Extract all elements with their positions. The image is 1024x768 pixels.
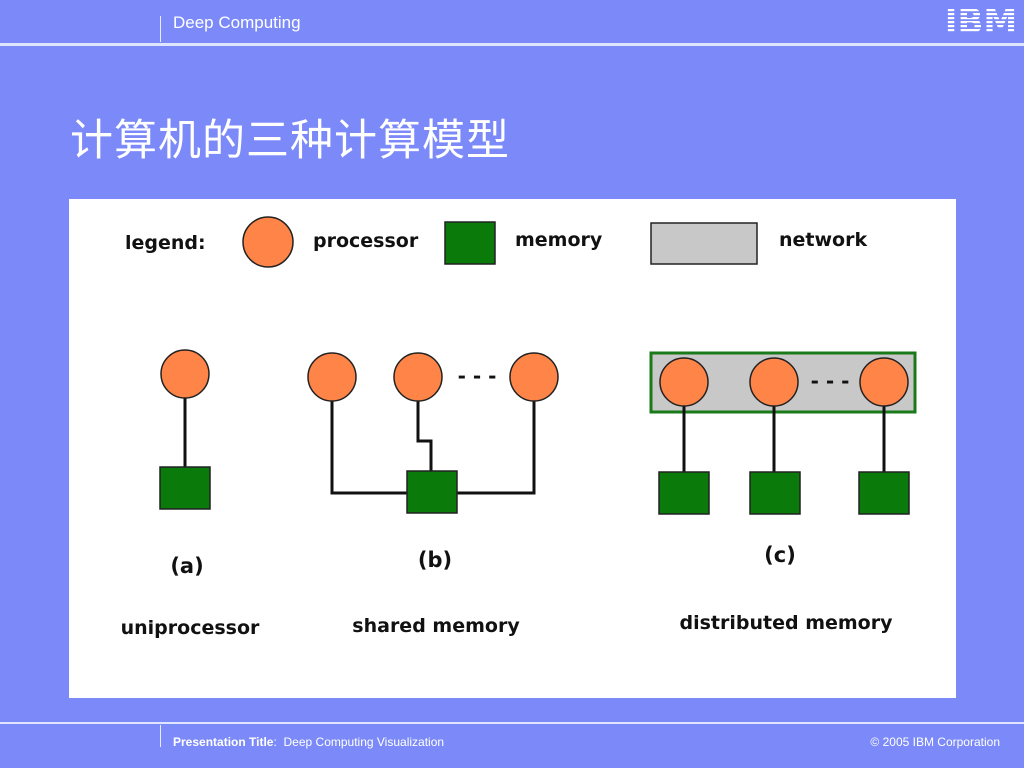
processor-node <box>160 349 210 399</box>
memory-node <box>858 471 910 515</box>
processor-node <box>749 357 799 407</box>
ellipsis-b: - - - <box>458 364 497 388</box>
caption-b: (b) <box>418 548 452 572</box>
model-c-label: distributed memory <box>680 612 894 634</box>
footer-presentation-title: Presentation Title: Deep Computing Visua… <box>173 735 445 749</box>
computing-models-diagram: legend: processor memory network (a) uni… <box>121 216 917 639</box>
caption-c: (c) <box>764 543 796 567</box>
caption-a: (a) <box>170 554 203 578</box>
legend-network-swatch <box>650 222 758 265</box>
processor-node <box>307 352 357 402</box>
legend-memory-swatch <box>444 221 496 265</box>
ibm-logo-text: IBM <box>945 5 1017 37</box>
footer-separator <box>160 725 161 747</box>
legend-label: legend: <box>125 232 206 254</box>
memory-node <box>159 466 211 510</box>
footer-presentation-label: Presentation Title <box>173 735 274 749</box>
footer-divider <box>0 722 1024 724</box>
ibm-logo: IBM <box>945 5 1017 37</box>
model-c-distributed-memory: - - - (c) distributed memory <box>649 351 917 634</box>
diagram-panel: legend: processor memory network (a) uni… <box>69 199 956 698</box>
memory-node <box>749 471 801 515</box>
footer-copyright: © 2005 IBM Corporation <box>870 735 1000 749</box>
ellipsis-c: - - - <box>811 369 850 393</box>
model-b-shared-memory: - - - (b) shared memory <box>307 352 559 637</box>
header-separator <box>160 16 161 42</box>
processor-node <box>509 352 559 402</box>
legend-memory-label: memory <box>515 229 603 251</box>
footer-presentation-value: Deep Computing Visualization <box>283 735 445 749</box>
slide-title: 计算机的三种计算模型 <box>70 116 510 166</box>
model-b-label: shared memory <box>352 615 520 637</box>
model-a-uniprocessor: (a) uniprocessor <box>121 349 260 639</box>
processor-node <box>393 352 443 402</box>
processor-node <box>659 357 709 407</box>
legend-processor-swatch <box>242 216 294 268</box>
processor-node <box>859 357 909 407</box>
header-divider <box>0 43 1024 46</box>
model-a-label: uniprocessor <box>121 617 260 639</box>
memory-node <box>406 470 458 514</box>
legend-network-label: network <box>779 229 867 251</box>
legend-processor-label: processor <box>313 230 419 252</box>
header-bar: Deep Computing IBM <box>0 0 1024 46</box>
memory-node <box>658 471 710 515</box>
header-title: Deep Computing <box>173 13 301 32</box>
